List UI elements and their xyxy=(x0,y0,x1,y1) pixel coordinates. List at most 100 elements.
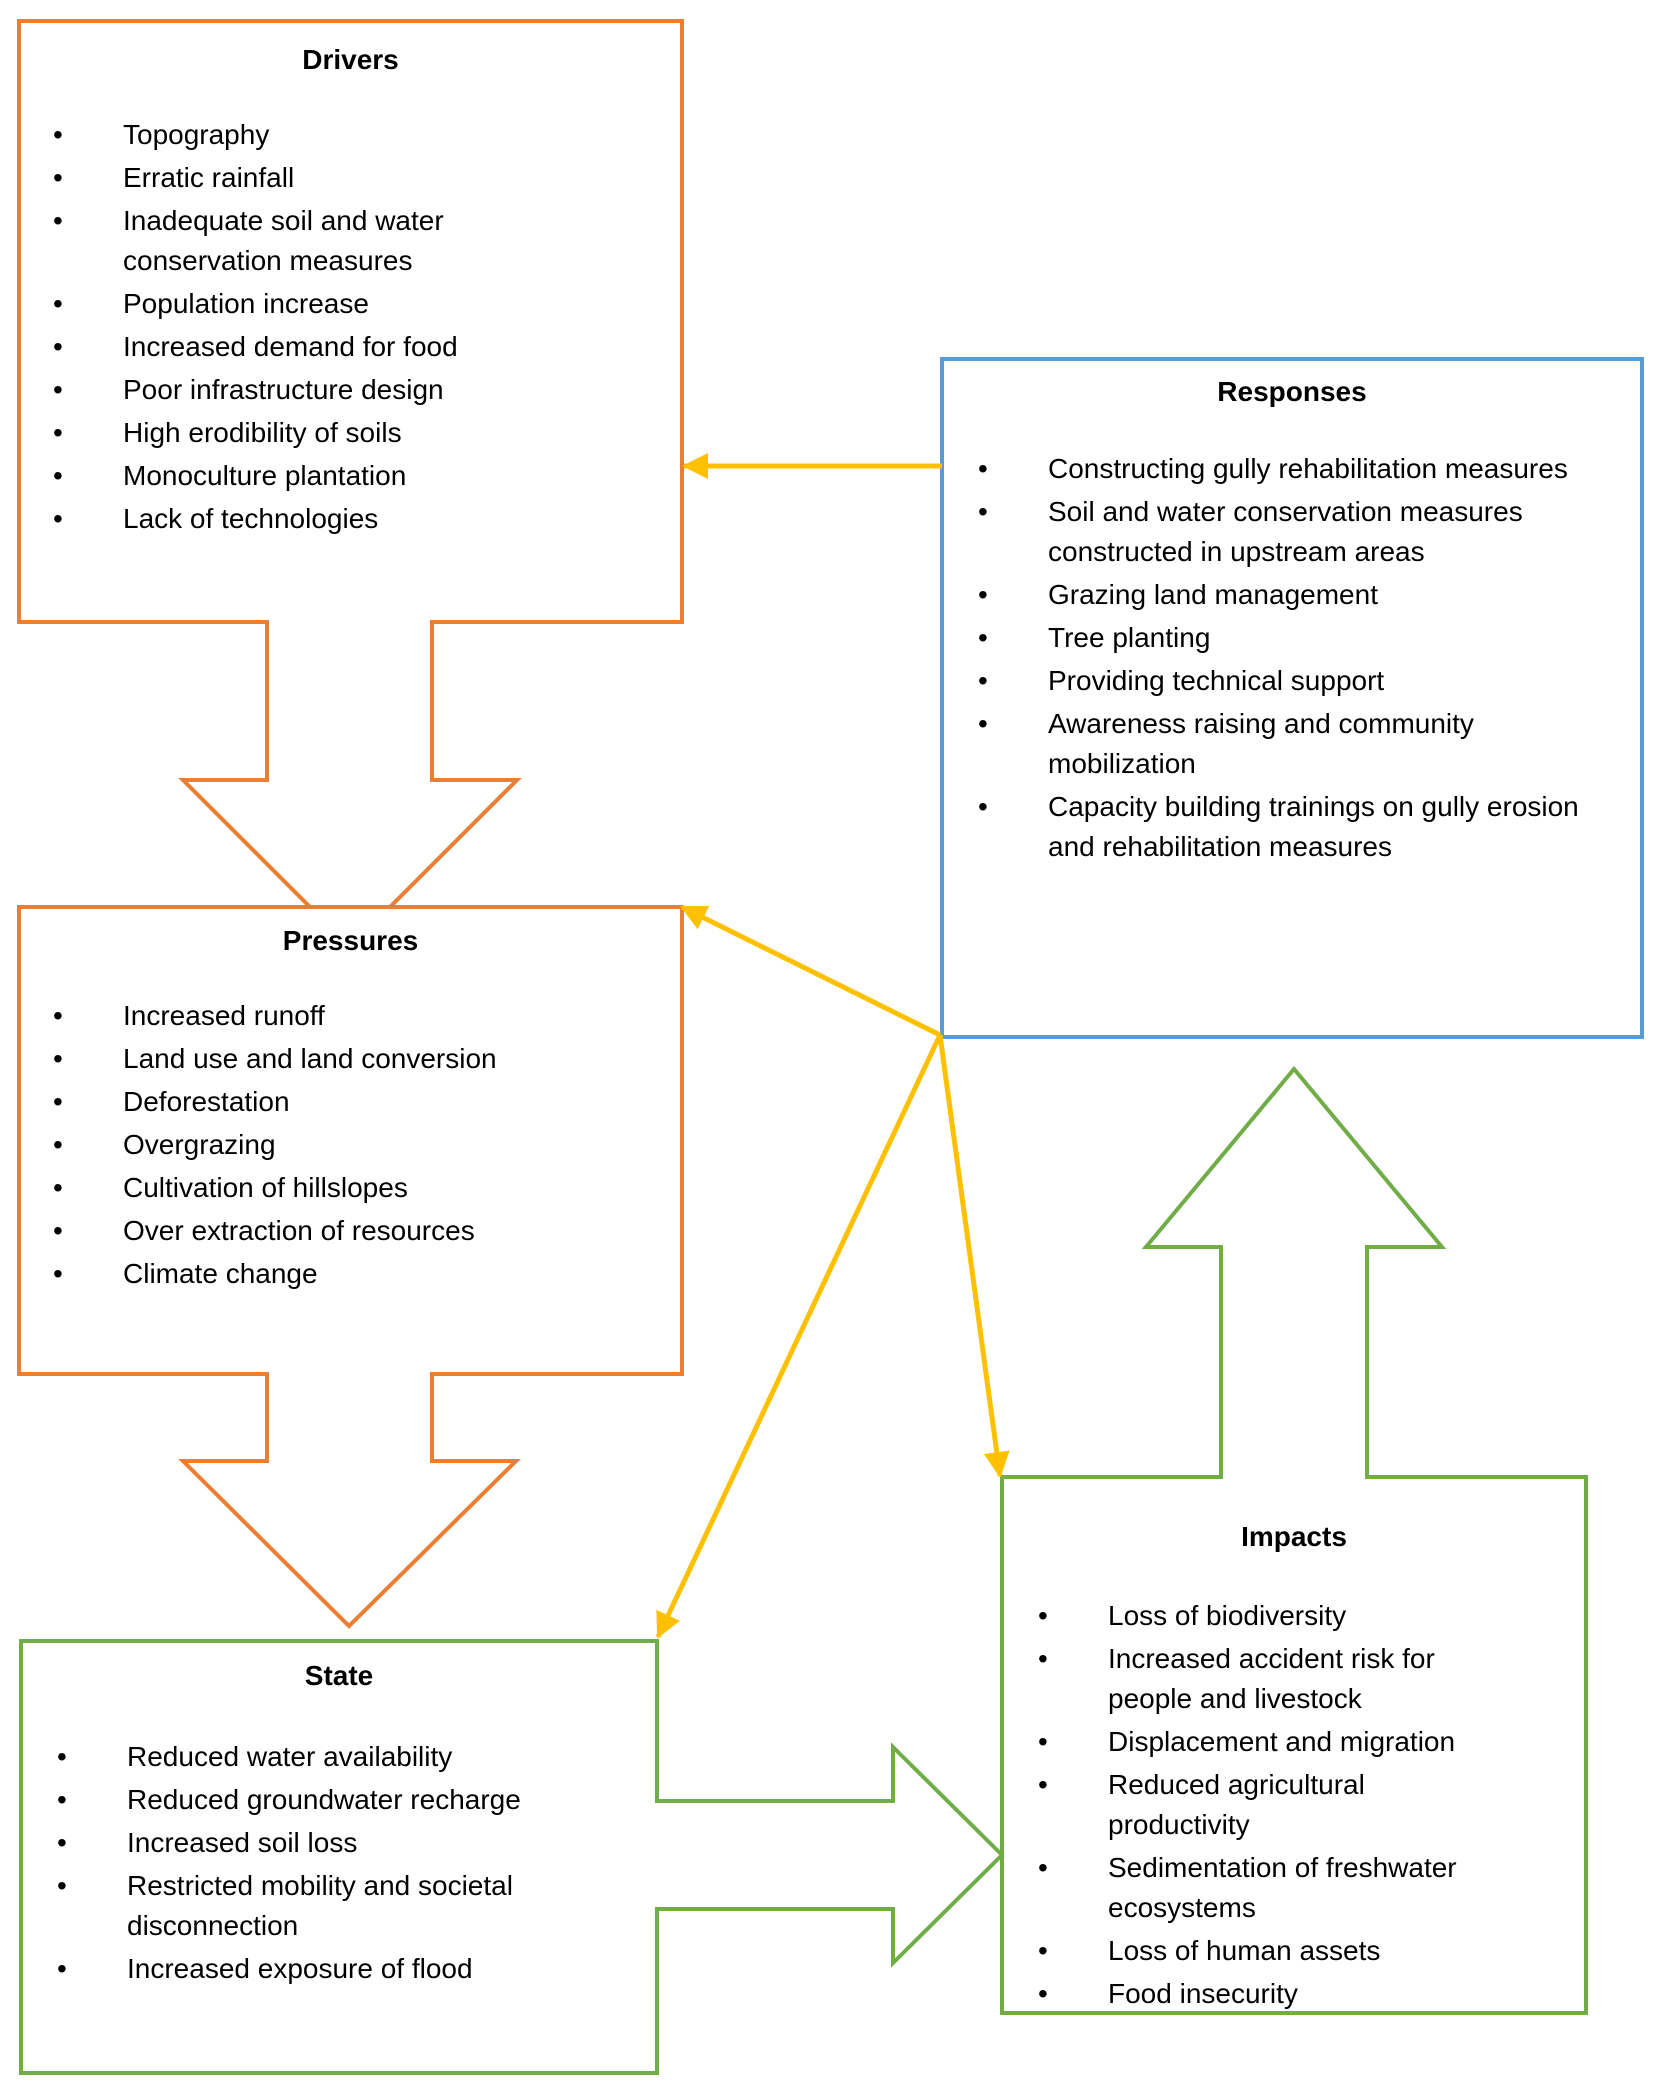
pressures-list: •Increased runoff•Land use and land conv… xyxy=(53,996,613,1297)
list-item: •Population increase xyxy=(53,284,573,324)
list-item: •Increased accident risk for people and … xyxy=(1038,1639,1508,1719)
bullet-icon: • xyxy=(1038,1935,1048,1966)
list-item-text: Increased runoff xyxy=(123,1000,325,1031)
list-item: • Poor infrastructure design xyxy=(53,370,573,410)
bullet-icon: • xyxy=(53,417,63,448)
state-title: State xyxy=(304,1660,374,1691)
bullet-icon: • xyxy=(57,1741,67,1772)
bullet-icon: • xyxy=(53,1258,63,1289)
list-item: • Erratic rainfall xyxy=(53,158,573,198)
state-panel: State • Reduced water availability •Reduce… xyxy=(21,1641,657,2073)
list-item-text: Grazing land management xyxy=(1048,579,1378,610)
list-item-text: Constructing gully rehabilitation measur… xyxy=(1048,453,1568,484)
list-item: • Lack of technologies xyxy=(53,499,573,539)
pressures-panel: Pressures •Increased runoff•Land use and… xyxy=(19,907,682,1374)
bullet-icon: • xyxy=(57,1827,67,1858)
drivers-panel: Drivers •Topography•Erratic rainfall•Ina… xyxy=(19,21,682,622)
impacts-panel: Impacts •Loss of biodiversity•Increased … xyxy=(1002,1477,1586,2013)
bullet-icon: • xyxy=(57,1953,67,1984)
list-item: •Tree planting xyxy=(978,618,1598,658)
drivers-arrow-shaft-right xyxy=(430,620,682,780)
bullet-icon: • xyxy=(53,503,63,534)
drivers-to-pressures-arrow xyxy=(178,598,522,950)
list-item: •Constructing gully rehabilitation measu… xyxy=(978,449,1598,489)
list-item-text: Reduced water availability xyxy=(127,1741,453,1772)
list-item-text: Awareness raising and community mobiliza… xyxy=(1048,708,1474,779)
bullet-icon: • xyxy=(1038,1978,1048,2009)
state-box xyxy=(19,1639,659,2075)
pressures-title: Pressures xyxy=(282,925,419,956)
drivers-title: Drivers xyxy=(302,44,399,75)
bullet-icon: • xyxy=(53,1086,63,1117)
impacts-to-responses-arrow xyxy=(1141,1065,1447,1502)
list-item: •Capacity building trainings on gully er… xyxy=(978,787,1598,867)
list-item: • High erodibility of soils xyxy=(53,413,573,453)
list-item-text: Deforestation xyxy=(123,1086,290,1117)
list-item-text: Inadequate soil and water conservation m… xyxy=(123,205,444,276)
bullet-icon: • xyxy=(978,791,988,822)
bullet-icon: • xyxy=(53,374,63,405)
bullet-icon: • xyxy=(1038,1726,1048,1757)
bullet-icon: • xyxy=(1038,1769,1048,1800)
list-item: • Increased soil loss xyxy=(57,1823,617,1863)
list-item-text: Soil and water conservation measures con… xyxy=(1048,496,1523,567)
pressures-to-state-arrow xyxy=(178,1358,521,1629)
list-item-text: Increased soil loss xyxy=(127,1827,358,1858)
bullet-icon: • xyxy=(1038,1600,1048,1631)
list-item: •Sedimentation of freshwater ecosystems xyxy=(1038,1848,1508,1928)
state-arrow-shaft-bottom xyxy=(655,1907,893,2073)
state-arrow-shaft-top xyxy=(655,1641,893,1803)
bullet-icon: • xyxy=(53,460,63,491)
list-item-text: Topography xyxy=(123,119,270,150)
bullet-icon: • xyxy=(53,331,63,362)
list-item: • Increased runoff xyxy=(53,996,613,1036)
list-item-text: Monoculture plantation xyxy=(123,460,407,491)
impacts-box xyxy=(1000,1475,1588,2015)
list-item: • Topography xyxy=(53,115,573,155)
list-item-text: Climate change xyxy=(123,1258,318,1289)
list-item: • Soil and water conservation measures co… xyxy=(978,492,1598,572)
responses-box xyxy=(940,357,1644,1039)
list-item: •Reduced groundwater recharge xyxy=(57,1780,617,1820)
list-item-text: Food insecurity xyxy=(1108,1978,1298,2009)
list-item: • Cultivation of hillslopes xyxy=(53,1168,613,1208)
drivers-list: •Topography•Erratic rainfall•Inadequate … xyxy=(53,115,573,542)
bullet-icon: • xyxy=(53,162,63,193)
bullet-icon: • xyxy=(53,1000,63,1031)
list-item-text: Restricted mobility and societal disconn… xyxy=(127,1870,513,1941)
impacts-arrow-shaft-right xyxy=(1365,1247,1586,1479)
responses-list: • Constructing gully rehabilitation measu… xyxy=(978,449,1598,870)
list-item-text: Loss of biodiversity xyxy=(1108,1600,1347,1631)
bullet-icon: • xyxy=(53,288,63,319)
list-item: • Restricted mobility and societal discon… xyxy=(57,1866,617,1946)
list-item: •Reduced agricultural productivity xyxy=(1038,1765,1508,1845)
state-to-impacts-arrow xyxy=(638,1742,1005,1968)
list-item-text: Lack of technologies xyxy=(123,503,379,534)
drivers-arrow-shaft-left xyxy=(19,620,269,780)
list-item-text: Cultivation of hillslopes xyxy=(123,1172,408,1203)
list-item: •Overgrazing xyxy=(53,1125,613,1165)
list-item-text: Erratic rainfall xyxy=(123,162,295,193)
drivers-box xyxy=(17,19,684,624)
bullet-icon: • xyxy=(57,1870,67,1901)
list-item-text: Over extraction of resources xyxy=(123,1215,475,1246)
bullet-icon: • xyxy=(978,622,988,653)
pressures-box xyxy=(17,905,684,1376)
bullet-icon: • xyxy=(53,1172,63,1203)
list-item: • Deforestation xyxy=(53,1082,613,1122)
list-item-text: High erodibility of soils xyxy=(123,417,402,448)
impacts-arrow-shaft-left xyxy=(1002,1247,1223,1479)
list-item: • Reduced water availability xyxy=(57,1737,617,1777)
list-item: •Inadequate soil and water conservation … xyxy=(53,201,573,281)
list-item-text: Poor infrastructure design xyxy=(123,374,444,405)
bullet-icon: • xyxy=(53,119,63,150)
list-item: • Climate change xyxy=(53,1254,613,1294)
list-item: •Displacement and migration xyxy=(1038,1722,1508,1762)
list-item: • Food insecurity xyxy=(1038,1974,1508,2014)
list-item: •Over extraction of resources xyxy=(53,1211,613,1251)
pressures-arrow-shaft-left xyxy=(19,1372,269,1461)
bullet-icon: • xyxy=(1038,1852,1048,1883)
list-item: •Providing technical support xyxy=(978,661,1598,701)
bullet-icon: • xyxy=(978,496,988,527)
